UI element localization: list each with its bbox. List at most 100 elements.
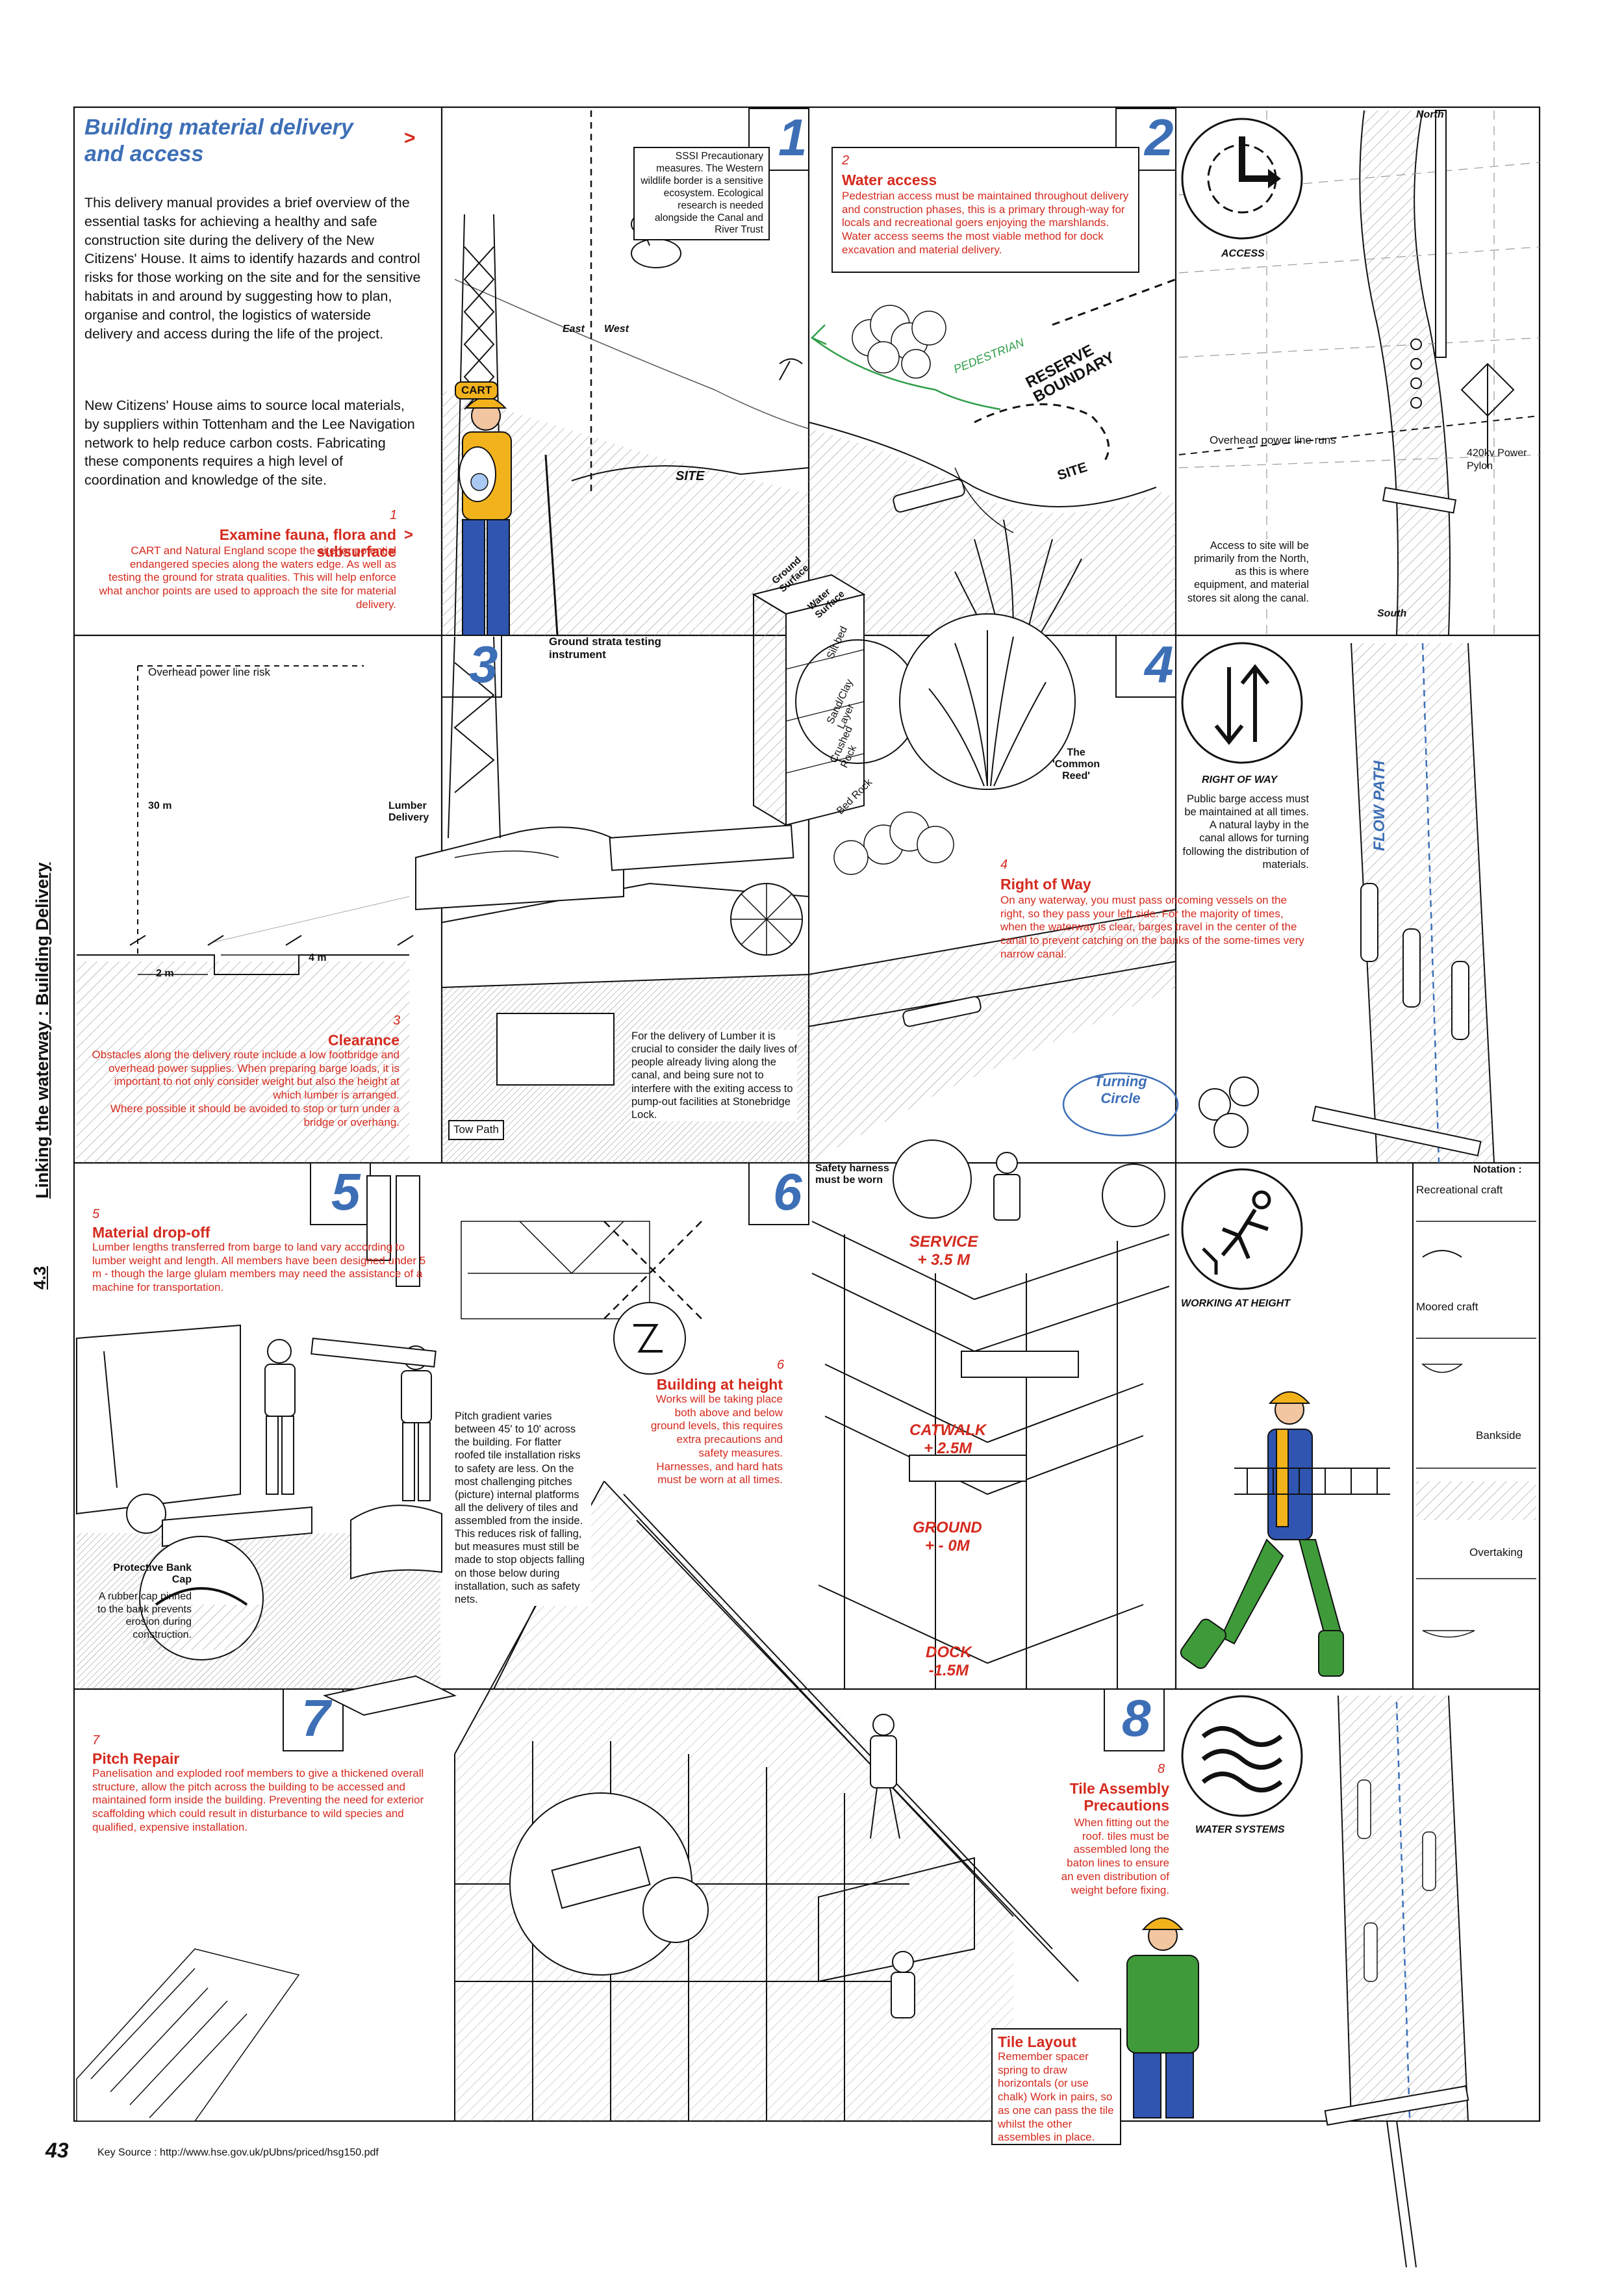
label-flow-path: FLOW PATH [1371, 760, 1388, 851]
panel1-arrow: > [404, 526, 414, 544]
lumber-note: For the delivery of Lumber it is crucial… [631, 1030, 797, 1121]
label-power-line-risk: Overhead power line risk [148, 666, 271, 678]
panel2-illustration [808, 278, 1176, 636]
tile-layout-body: Remember spacer spring to draw horizonta… [998, 2050, 1114, 2144]
access-note: Access to site will be primarily from th… [1182, 539, 1309, 605]
panel4-title: Right of Way [1000, 876, 1091, 893]
panel8-small-number: 8 [1158, 1762, 1165, 1776]
right-of-way-note: Public barge access must be maintained a… [1182, 793, 1309, 871]
panel4-number: 4 [1145, 635, 1174, 693]
intro-title: Building material delivery and access [84, 115, 353, 166]
panel8-title: Tile Assembly Precautions [1069, 1780, 1169, 1814]
panel2-body: Pedestrian access must be maintained thr… [842, 190, 1129, 256]
panel6-number: 6 [773, 1163, 802, 1221]
working-at-height-icon [1181, 1168, 1303, 1290]
access-panel-drawing [1178, 110, 1540, 636]
panel5-small-number: 5 [92, 1207, 100, 1221]
tile-layout-box [991, 2028, 1121, 2145]
level-ground: GROUND + - 0M [913, 1519, 982, 1555]
panel1-title: Examine fauna, flora and subsurface [219, 526, 396, 561]
label-west: West [604, 324, 629, 335]
bank-cap-note: A rubber cap pinned to the bank prevents… [97, 1591, 192, 1640]
panel6-small-number: 6 [777, 1358, 785, 1372]
panel6-body: Works will be taking place both above an… [650, 1393, 783, 1486]
section-number: 4.3 [30, 1266, 49, 1290]
access-icon [1181, 118, 1303, 240]
panel4-small-number: 4 [1000, 858, 1008, 872]
panel7-body: Panelisation and exploded roof members t… [92, 1767, 424, 1833]
bank-cap-title: Protective Bank Cap [113, 1562, 192, 1585]
panel5-number: 5 [331, 1163, 361, 1221]
notation-moored: Moored craft [1416, 1301, 1478, 1313]
notation-bankside: Bankside [1476, 1429, 1521, 1442]
intro-arrow: > [404, 127, 416, 149]
pitch-gradient-note: Pitch gradient varies between 45' to 10'… [455, 1410, 591, 1606]
panel7-small-number: 7 [92, 1733, 100, 1748]
dim-2m: 2 m [156, 968, 174, 979]
label-pylon: 420kv Power Pylon [1467, 448, 1527, 472]
pitch-sketch [461, 1221, 702, 1375]
notation-overtaking: Overtaking [1469, 1546, 1523, 1558]
label-tow-path: Tow Path [448, 1120, 504, 1140]
access-icon-label: ACCESS [1221, 248, 1265, 259]
notation-title: Notation : [1473, 1164, 1522, 1175]
roof-structure-drawing [76, 1481, 1469, 2268]
label-turning-circle: Turning Circle [1094, 1073, 1147, 1106]
notation-recreational: Recreational craft [1416, 1184, 1503, 1196]
panel2-number: 2 [1145, 108, 1174, 166]
strata-column-drawing [752, 574, 1076, 826]
dim-4m: 4 m [309, 952, 327, 963]
panel2-textbox [831, 147, 1139, 273]
level-service: SERVICE + 3.5 M [909, 1233, 978, 1269]
water-systems-icon [1181, 1695, 1303, 1817]
panel1-small-number: 1 [390, 508, 398, 522]
panel6-title: Building at height [656, 1376, 783, 1393]
right-of-way-icon [1181, 642, 1303, 764]
label-east: East [563, 324, 585, 335]
label-site-1: SITE [676, 469, 705, 483]
working-at-height-icon-label: WORKING AT HEIGHT [1181, 1298, 1290, 1309]
level-dock: DOCK -1.5M [926, 1644, 972, 1679]
label-common-reed: The 'Common Reed' [1052, 747, 1100, 782]
panel2-small-number: 2 [842, 153, 850, 168]
strata-title: Ground strata testing instrument [549, 635, 661, 661]
panel3-small-number: 3 [393, 1013, 401, 1028]
panel1-callout: SSSI Precautionary measures. The Western… [633, 147, 770, 241]
label-power-line-runs: Overhead power line runs [1210, 434, 1336, 446]
panel5-body: Lumber lengths transferred from barge to… [92, 1241, 426, 1294]
panel8-number: 8 [1122, 1689, 1151, 1747]
water-systems-icon-label: WATER SYSTEMS [1195, 1824, 1285, 1835]
notation-drawing [1180, 1221, 1536, 1677]
panel4-illustration [808, 642, 1495, 1164]
level-catwalk: CATWALK + 2.5M [909, 1421, 987, 1457]
panel3-title: Clearance [328, 1032, 400, 1049]
dim-30m: 30 m [148, 800, 172, 811]
panel5-title: Material drop-off [92, 1224, 210, 1241]
label-lumber-delivery: Lumber Delivery [388, 800, 429, 823]
intro-paragraph-2: New Citizens' House aims to source local… [84, 398, 415, 489]
panel5-illustration [76, 1175, 442, 1689]
cart-tag: CART [455, 381, 499, 400]
panel6-scaffold-drawing [811, 1139, 1170, 1689]
panel3-number: 3 [469, 635, 498, 693]
panel2-title: Water access [842, 172, 937, 188]
label-north: North [1416, 109, 1444, 120]
tile-layout-title: Tile Layout [998, 2033, 1076, 2050]
panel7-number: 7 [301, 1689, 331, 1747]
panel8-body: When fitting out the roof. tiles must be… [1061, 1816, 1169, 1896]
vertical-section-title: Linking the waterway : Building Delivery [32, 862, 52, 1199]
panel1-body: CART and Natural England scope the site … [99, 544, 396, 611]
panel1-number: 1 [778, 108, 807, 166]
label-harness: Safety harness must be worn [815, 1163, 889, 1186]
panel7-title: Pitch Repair [92, 1750, 180, 1767]
page-number: 43 [45, 2139, 69, 2162]
panel3-body: Obstacles along the delivery route inclu… [92, 1049, 400, 1128]
panel4-body: On any waterway, you must pass oncoming … [1000, 894, 1304, 960]
key-source: Key Source : http://www.hse.gov.uk/pUbns… [97, 2147, 379, 2158]
right-of-way-icon-label: RIGHT OF WAY [1202, 774, 1278, 785]
label-south: South [1377, 608, 1407, 619]
intro-paragraph-1: This delivery manual provides a brief ov… [84, 195, 421, 342]
panel1-illustration [442, 110, 809, 636]
